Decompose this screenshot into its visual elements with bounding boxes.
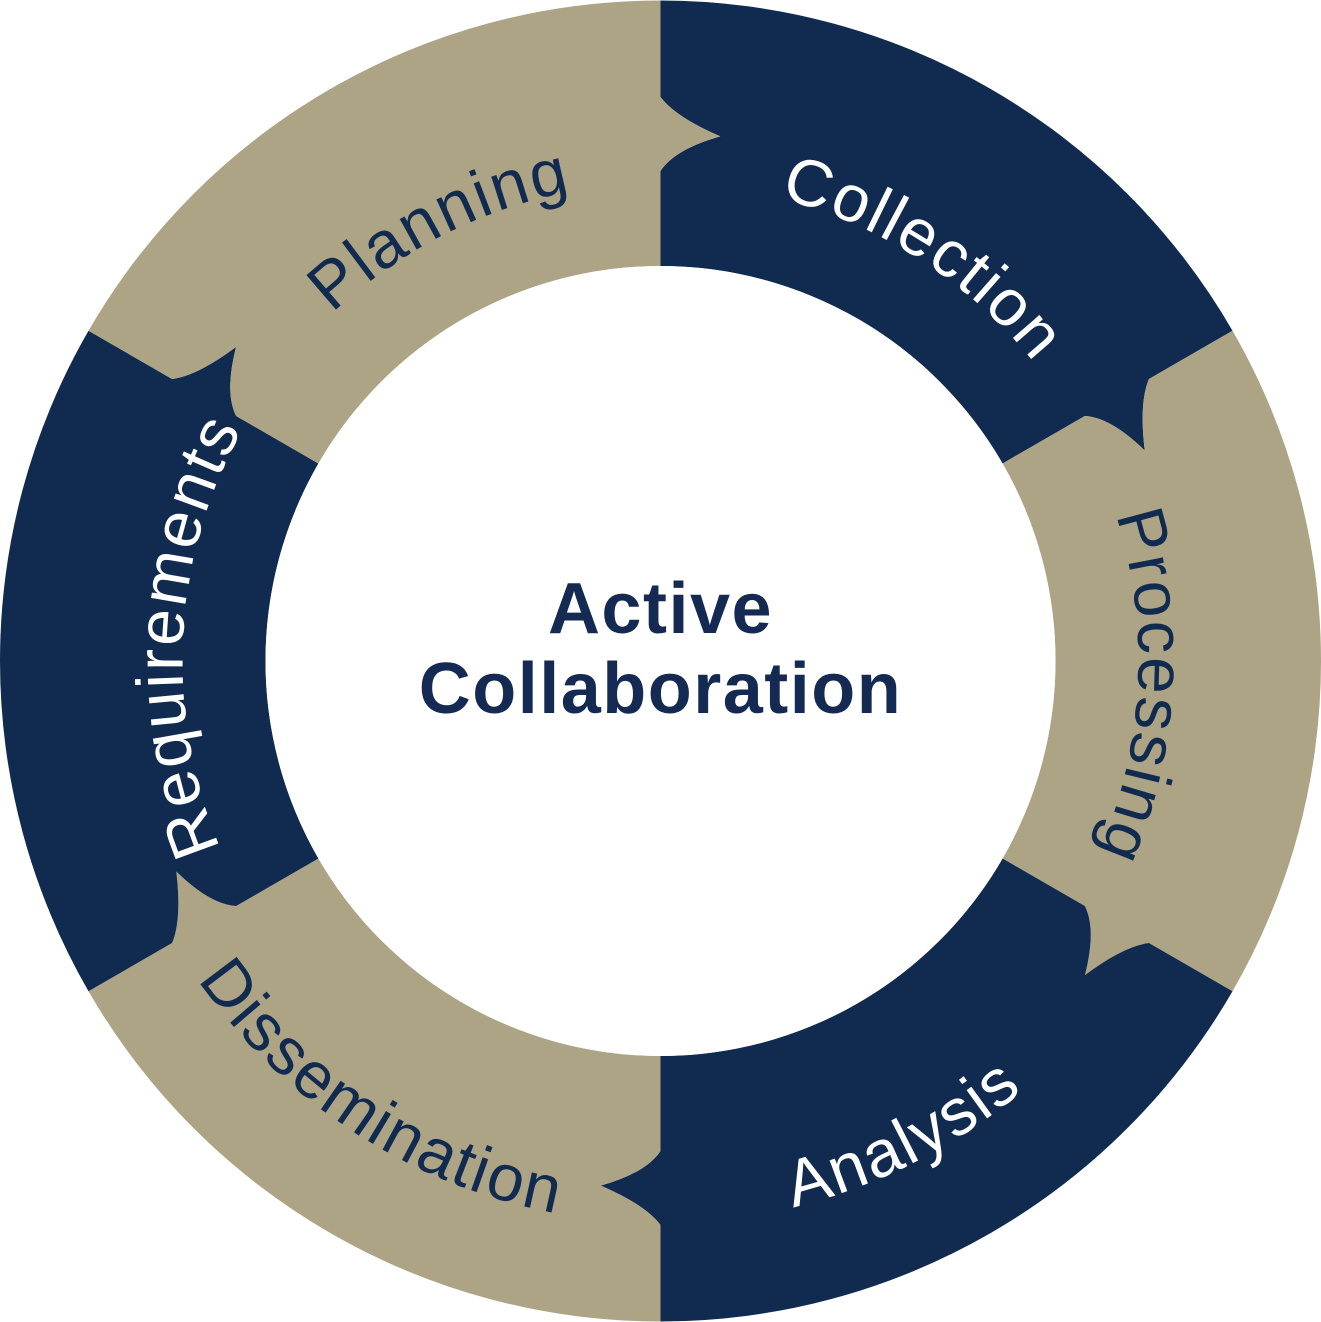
segment-requirements xyxy=(0,330,319,992)
segment-analysis xyxy=(600,858,1233,1322)
center-circle xyxy=(265,266,1056,1056)
segment-processing xyxy=(1002,330,1321,992)
center-title-line-1: Active xyxy=(548,569,773,649)
segment-dissemination xyxy=(88,858,661,1322)
segment-collection xyxy=(660,0,1233,464)
center-title-line-2: Collaboration xyxy=(419,649,903,729)
segment-planning xyxy=(88,0,721,464)
